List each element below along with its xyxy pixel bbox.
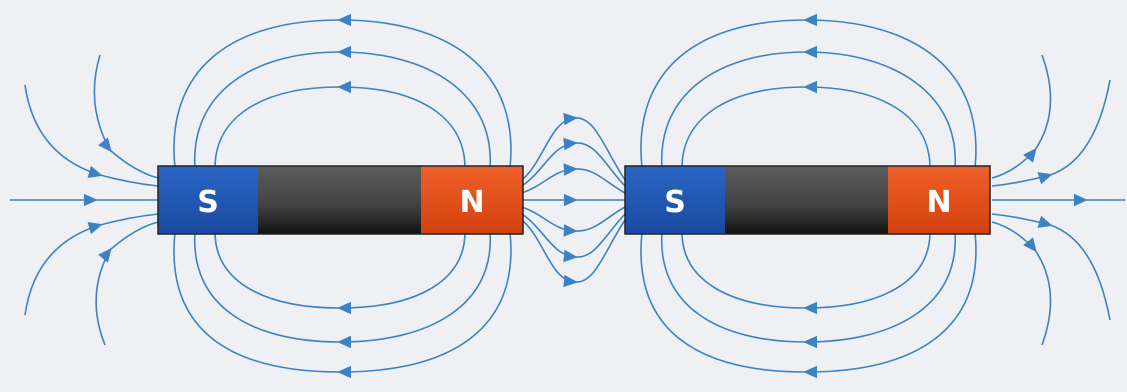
field-line-magnet2-top-outer — [640, 13, 977, 169]
field-line-magnet1-top-middle — [194, 45, 491, 169]
field-line-left-upper-2 — [93, 54, 159, 179]
field-line-magnet2-bottom-outer — [640, 231, 977, 379]
magnet-1-south-pole — [158, 166, 258, 234]
bar-magnet-1: S N — [157, 165, 524, 235]
field-line-right-upper-2 — [991, 54, 1052, 179]
field-line-magnet2-bottom-inner — [681, 231, 931, 315]
magnet-2-body — [725, 166, 888, 234]
field-line-magnet1-bottom-inner — [214, 231, 466, 315]
gap-field-line-3 — [521, 163, 626, 194]
magnet-2-border — [624, 165, 991, 235]
magnet-2-south-pole — [625, 166, 725, 234]
magnet-1-body — [258, 166, 421, 234]
gap-field-line-2 — [521, 137, 626, 187]
field-line-left-upper-1 — [24, 84, 159, 187]
magnet-1-border — [157, 165, 524, 235]
magnet-1-north-label: N — [459, 185, 484, 220]
field-line-right-lower-1 — [991, 213, 1111, 321]
gap-field-line-5 — [521, 206, 626, 237]
field-line-magnet1-bottom-middle — [194, 231, 491, 349]
field-line-magnet1-bottom-outer — [173, 231, 512, 379]
gap-field-line-6 — [521, 213, 626, 263]
field-line-right-upper-1 — [991, 79, 1111, 187]
field-line-right-lower-2 — [991, 221, 1052, 346]
magnet-1-south-label: S — [197, 185, 219, 220]
magnet-2-north-pole — [888, 166, 990, 234]
field-line-magnet2-bottom-middle — [661, 231, 956, 349]
field-line-left-lower-2 — [95, 221, 159, 346]
gap-field-line-1 — [521, 112, 626, 181]
field-line-magnet2-top-middle — [661, 45, 956, 169]
gap-field-line-7 — [521, 219, 626, 288]
magnet-2-north-label: N — [926, 185, 951, 220]
magnet-1-north-pole — [421, 166, 523, 234]
magnet-2-south-label: S — [664, 185, 686, 220]
field-lines — [10, 13, 1125, 379]
field-line-magnet2-top-inner — [681, 80, 931, 169]
field-line-left-lower-1 — [24, 213, 159, 316]
field-line-magnet1-top-outer — [173, 13, 512, 169]
bar-magnet-2: S N — [624, 165, 991, 235]
field-line-magnet1-top-inner — [214, 80, 466, 169]
